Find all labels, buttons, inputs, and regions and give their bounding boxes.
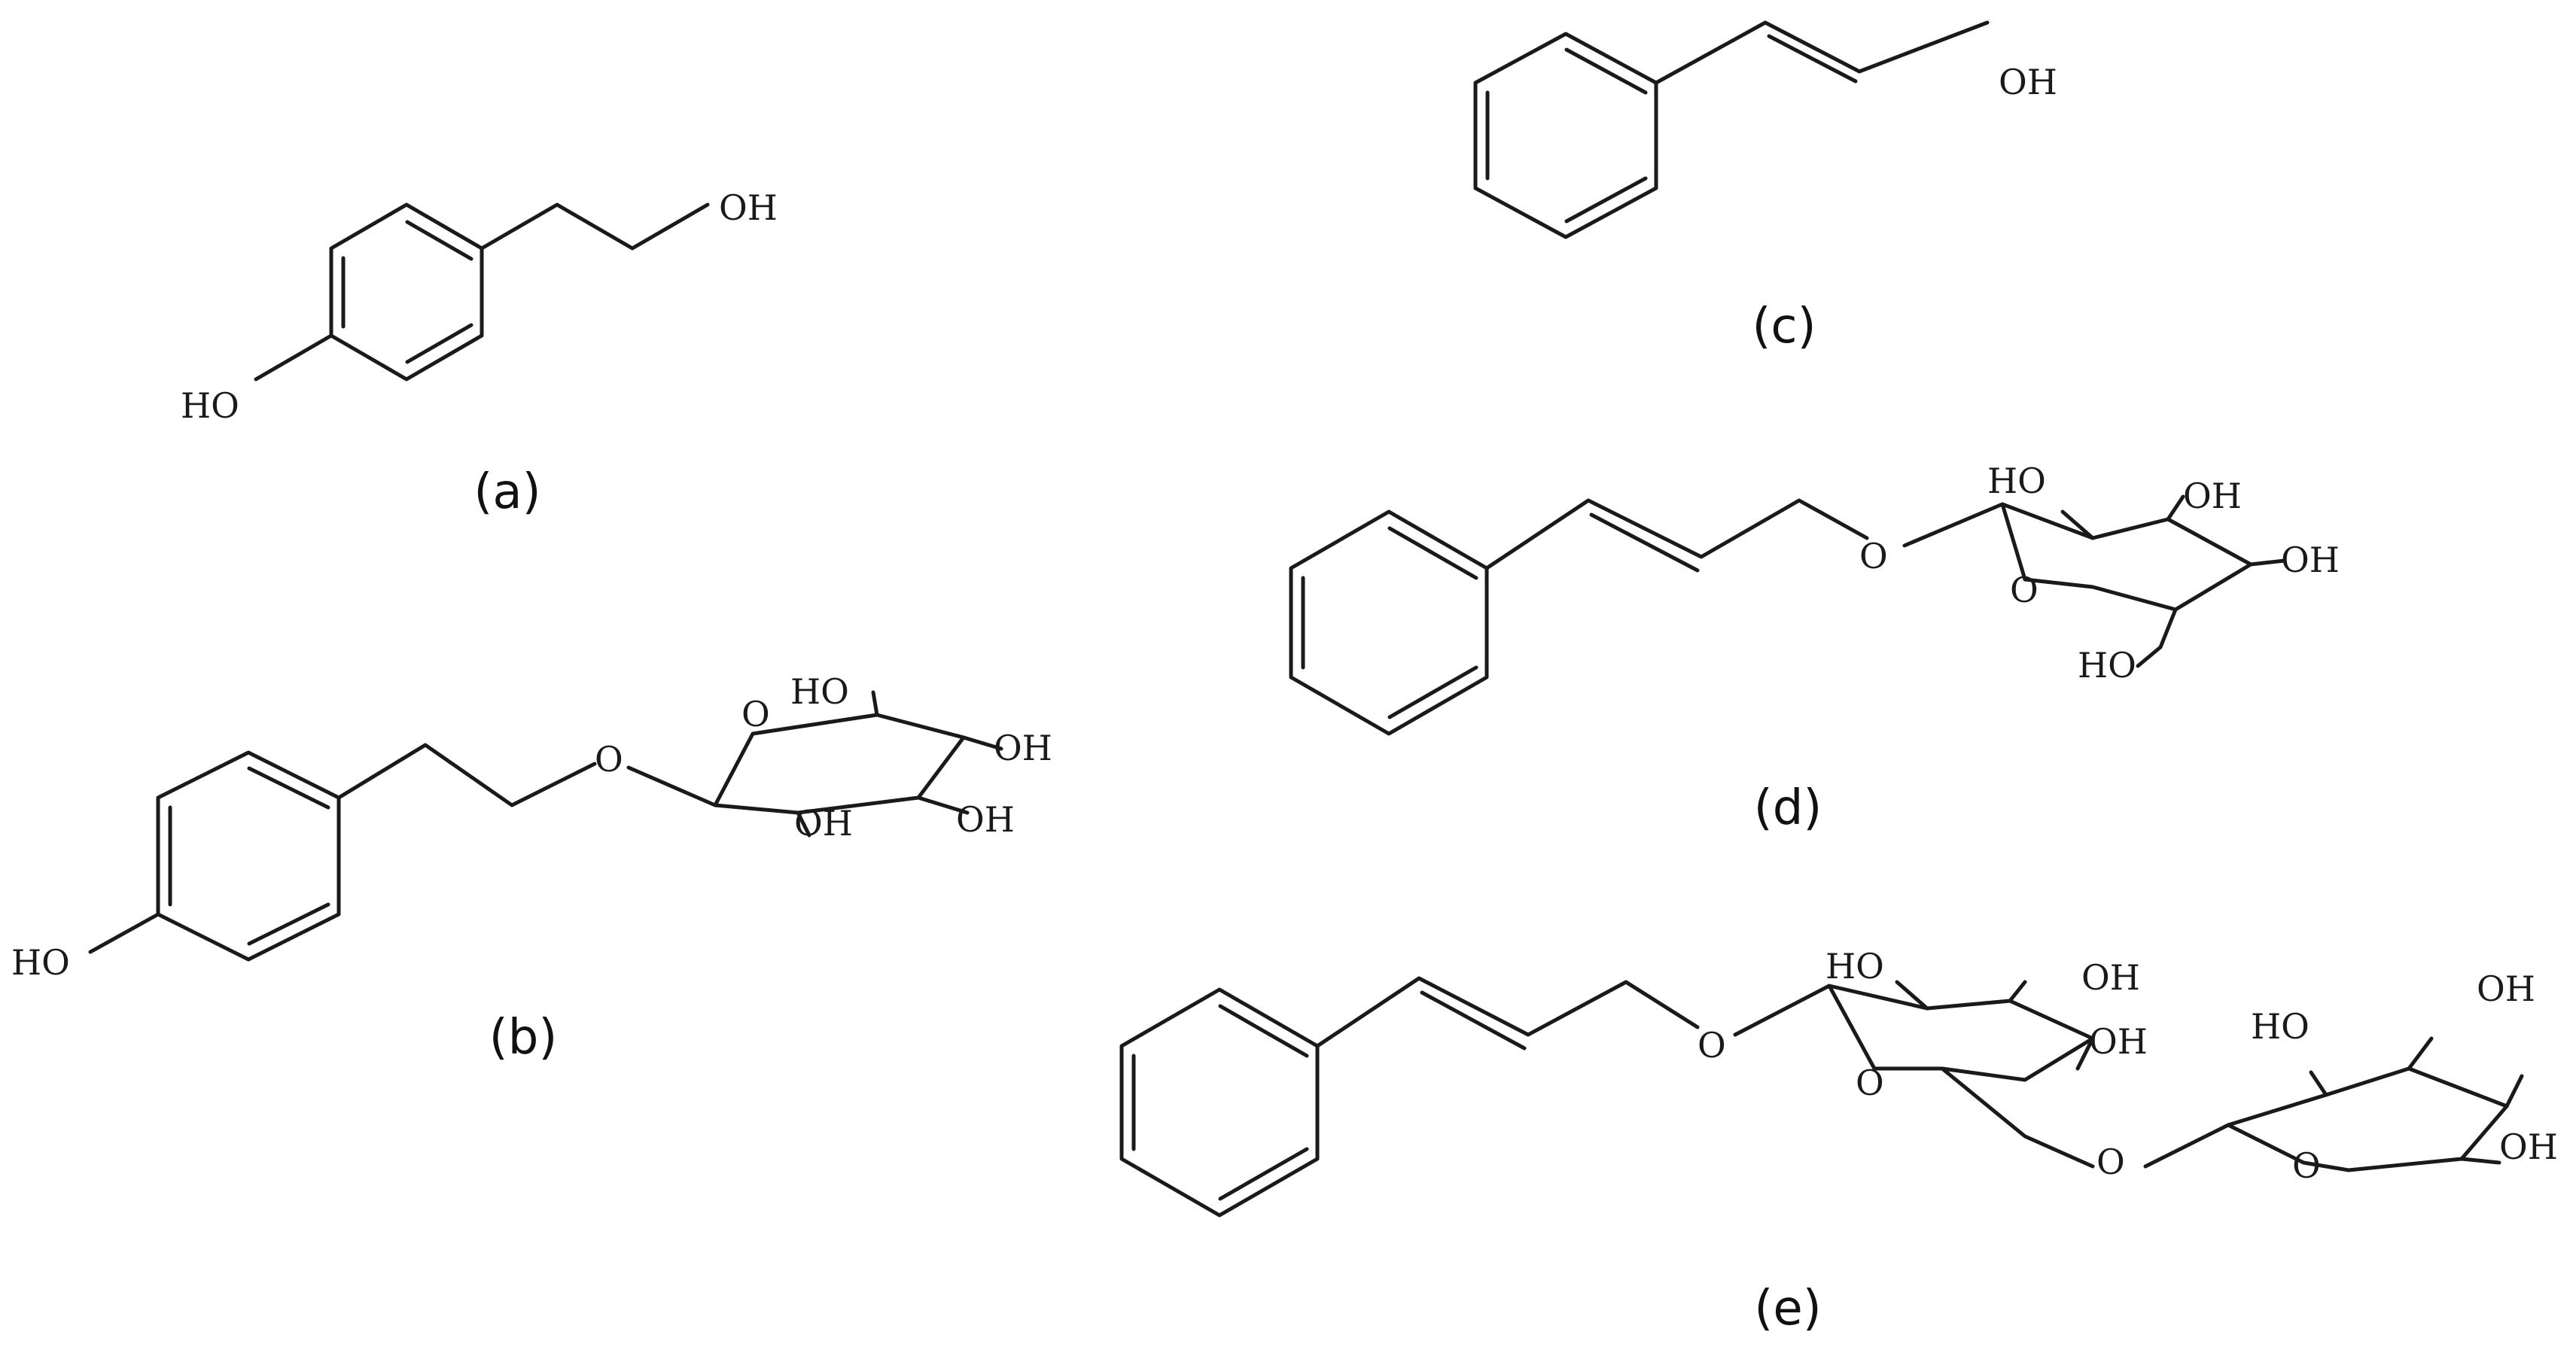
molecule-b-atom-o-ring: O bbox=[741, 694, 770, 734]
molecule-d-atom-o-link: O bbox=[1859, 536, 1888, 576]
molecule-a-caption: (a) bbox=[473, 464, 540, 520]
molecule-b: HO O O HO OH OH OH (b) bbox=[11, 671, 1052, 1066]
molecule-d-atom-ho-top: HO bbox=[1987, 461, 2046, 501]
molecule-d-atom-oh-top-right: OH bbox=[2183, 476, 2242, 516]
molecule-d-caption: (d) bbox=[1754, 780, 1822, 836]
molecule-d-atom-ho-bottom: HO bbox=[2078, 645, 2136, 686]
molecule-e-caption: (e) bbox=[1754, 1281, 1821, 1336]
molecule-e-atom-ho-top: HO bbox=[1825, 946, 1884, 987]
molecule-d-atom-o-ring: O bbox=[2010, 570, 2039, 610]
molecule-e-atom-oh-mid: OH bbox=[2089, 1021, 2148, 1062]
molecule-e-atom-oh-top: OH bbox=[2081, 957, 2140, 998]
molecule-b-atom-oh-right: OH bbox=[994, 728, 1052, 768]
molecule-d-bonds bbox=[1289, 494, 2287, 736]
molecule-e-atom-o-glycosidic: O bbox=[2096, 1142, 2125, 1182]
molecule-a-atom-ho: HO bbox=[181, 385, 239, 426]
molecule-b-caption: (b) bbox=[489, 1010, 558, 1066]
molecule-b-atom-oh-lower-right: OH bbox=[956, 799, 1015, 840]
molecule-e-atom-o-ring2: O bbox=[2292, 1145, 2321, 1186]
molecule-e-atom-oh-top-right: OH bbox=[2477, 968, 2535, 1009]
molecule-c-bonds bbox=[1473, 20, 1990, 239]
molecule-e-atom-ho-right-ring: HO bbox=[2251, 1006, 2310, 1047]
molecule-e-atom-oh-right: OH bbox=[2499, 1127, 2558, 1167]
molecule-b-atom-ho-phenol: HO bbox=[11, 942, 70, 983]
molecule-c: OH (c) bbox=[1473, 20, 2057, 354]
molecule-e-bonds bbox=[1119, 976, 2524, 1218]
molecule-b-atom-ho: HO bbox=[790, 671, 849, 712]
molecule-b-atom-oh-bottom: OH bbox=[794, 803, 853, 844]
molecule-b-atom-o-link: O bbox=[595, 739, 623, 780]
molecule-a-atom-oh: OH bbox=[719, 187, 778, 228]
molecule-e-atom-o-ring1: O bbox=[1856, 1063, 1884, 1103]
molecule-b-bonds bbox=[88, 690, 1003, 962]
molecule-e: O O HO OH OH O O HO OH OH (e) bbox=[1119, 946, 2558, 1336]
molecule-a: OH HO (a) bbox=[181, 187, 778, 520]
molecule-a-bonds bbox=[254, 202, 710, 382]
molecule-d: O O HO OH OH HO (d) bbox=[1289, 461, 2340, 836]
molecule-c-atom-oh: OH bbox=[1999, 62, 2057, 102]
molecule-c-caption: (c) bbox=[1752, 299, 1816, 354]
molecule-e-atom-o-link: O bbox=[1698, 1025, 1726, 1066]
molecule-d-atom-oh-right: OH bbox=[2281, 540, 2340, 580]
